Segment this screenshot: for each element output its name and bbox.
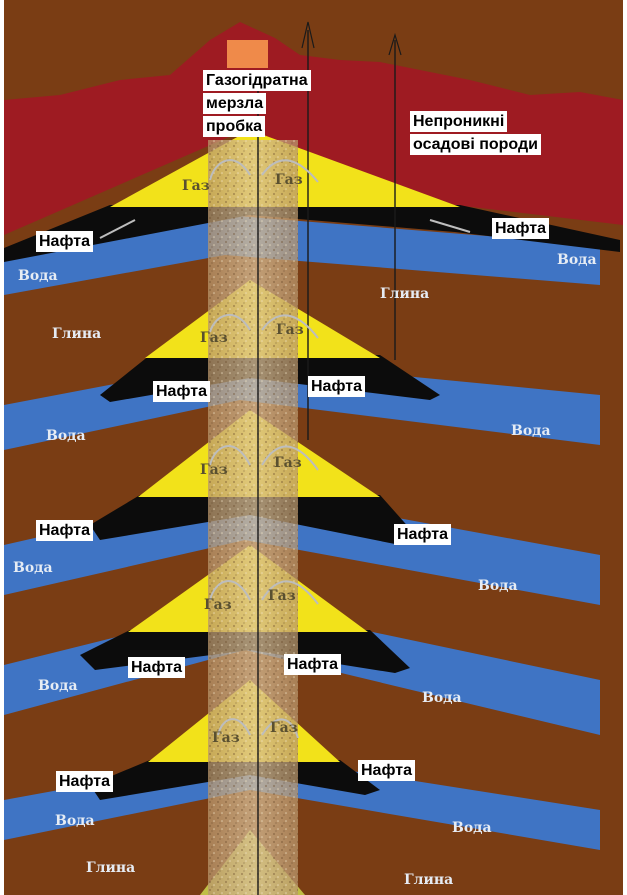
oil-label: Нафта xyxy=(394,524,451,545)
water-label: Вода xyxy=(38,678,78,694)
gas-label: Газ xyxy=(274,455,302,471)
impermeable-rocks-line-1: Непроникні xyxy=(410,111,507,132)
gas-label: Газ xyxy=(276,322,304,338)
hydrate-plug xyxy=(227,40,268,68)
water-label: Вода xyxy=(13,560,53,576)
hydrate-plug-line-3: пробка xyxy=(203,116,265,137)
gas-label: Газ xyxy=(200,330,228,346)
water-label: Вода xyxy=(452,820,492,836)
clay-label: Глина xyxy=(52,326,101,342)
water-label: Вода xyxy=(557,252,597,268)
impermeable-rocks-line-2: осадові породи xyxy=(410,134,541,155)
water-label: Вода xyxy=(511,423,551,439)
water-label: Вода xyxy=(422,690,462,706)
water-label: Вода xyxy=(46,428,86,444)
gas-label: Газ xyxy=(200,462,228,478)
oil-label: Нафта xyxy=(358,760,415,781)
hydrate-plug-label: Газогідратна мерзла пробка xyxy=(203,70,311,139)
gas-label: Газ xyxy=(204,597,232,613)
oil-label: Нафта xyxy=(492,218,549,239)
oil-label: Нафта xyxy=(153,381,210,402)
water-label: Вода xyxy=(18,268,58,284)
water-label: Вода xyxy=(478,578,518,594)
oil-label: Нафта xyxy=(308,376,365,397)
impermeable-rocks-label: Непроникні осадові породи xyxy=(410,111,541,157)
oil-label: Нафта xyxy=(128,657,185,678)
clay-label: Глина xyxy=(404,872,453,888)
clay-label: Глина xyxy=(380,286,429,302)
gas-label: Газ xyxy=(275,172,303,188)
oil-label: Нафта xyxy=(284,654,341,675)
gas-label: Газ xyxy=(270,720,298,736)
hydrate-plug-line-2: мерзла xyxy=(203,93,266,114)
column-texture xyxy=(208,140,298,895)
gas-label: Газ xyxy=(212,730,240,746)
gas-label: Газ xyxy=(268,588,296,604)
oil-label: Нафта xyxy=(56,771,113,792)
hydrate-plug-line-1: Газогідратна xyxy=(203,70,311,91)
water-label: Вода xyxy=(55,813,95,829)
oil-label: Нафта xyxy=(36,231,93,252)
gas-label: Газ xyxy=(182,178,210,194)
oil-label: Нафта xyxy=(36,520,93,541)
clay-label: Глина xyxy=(86,860,135,876)
